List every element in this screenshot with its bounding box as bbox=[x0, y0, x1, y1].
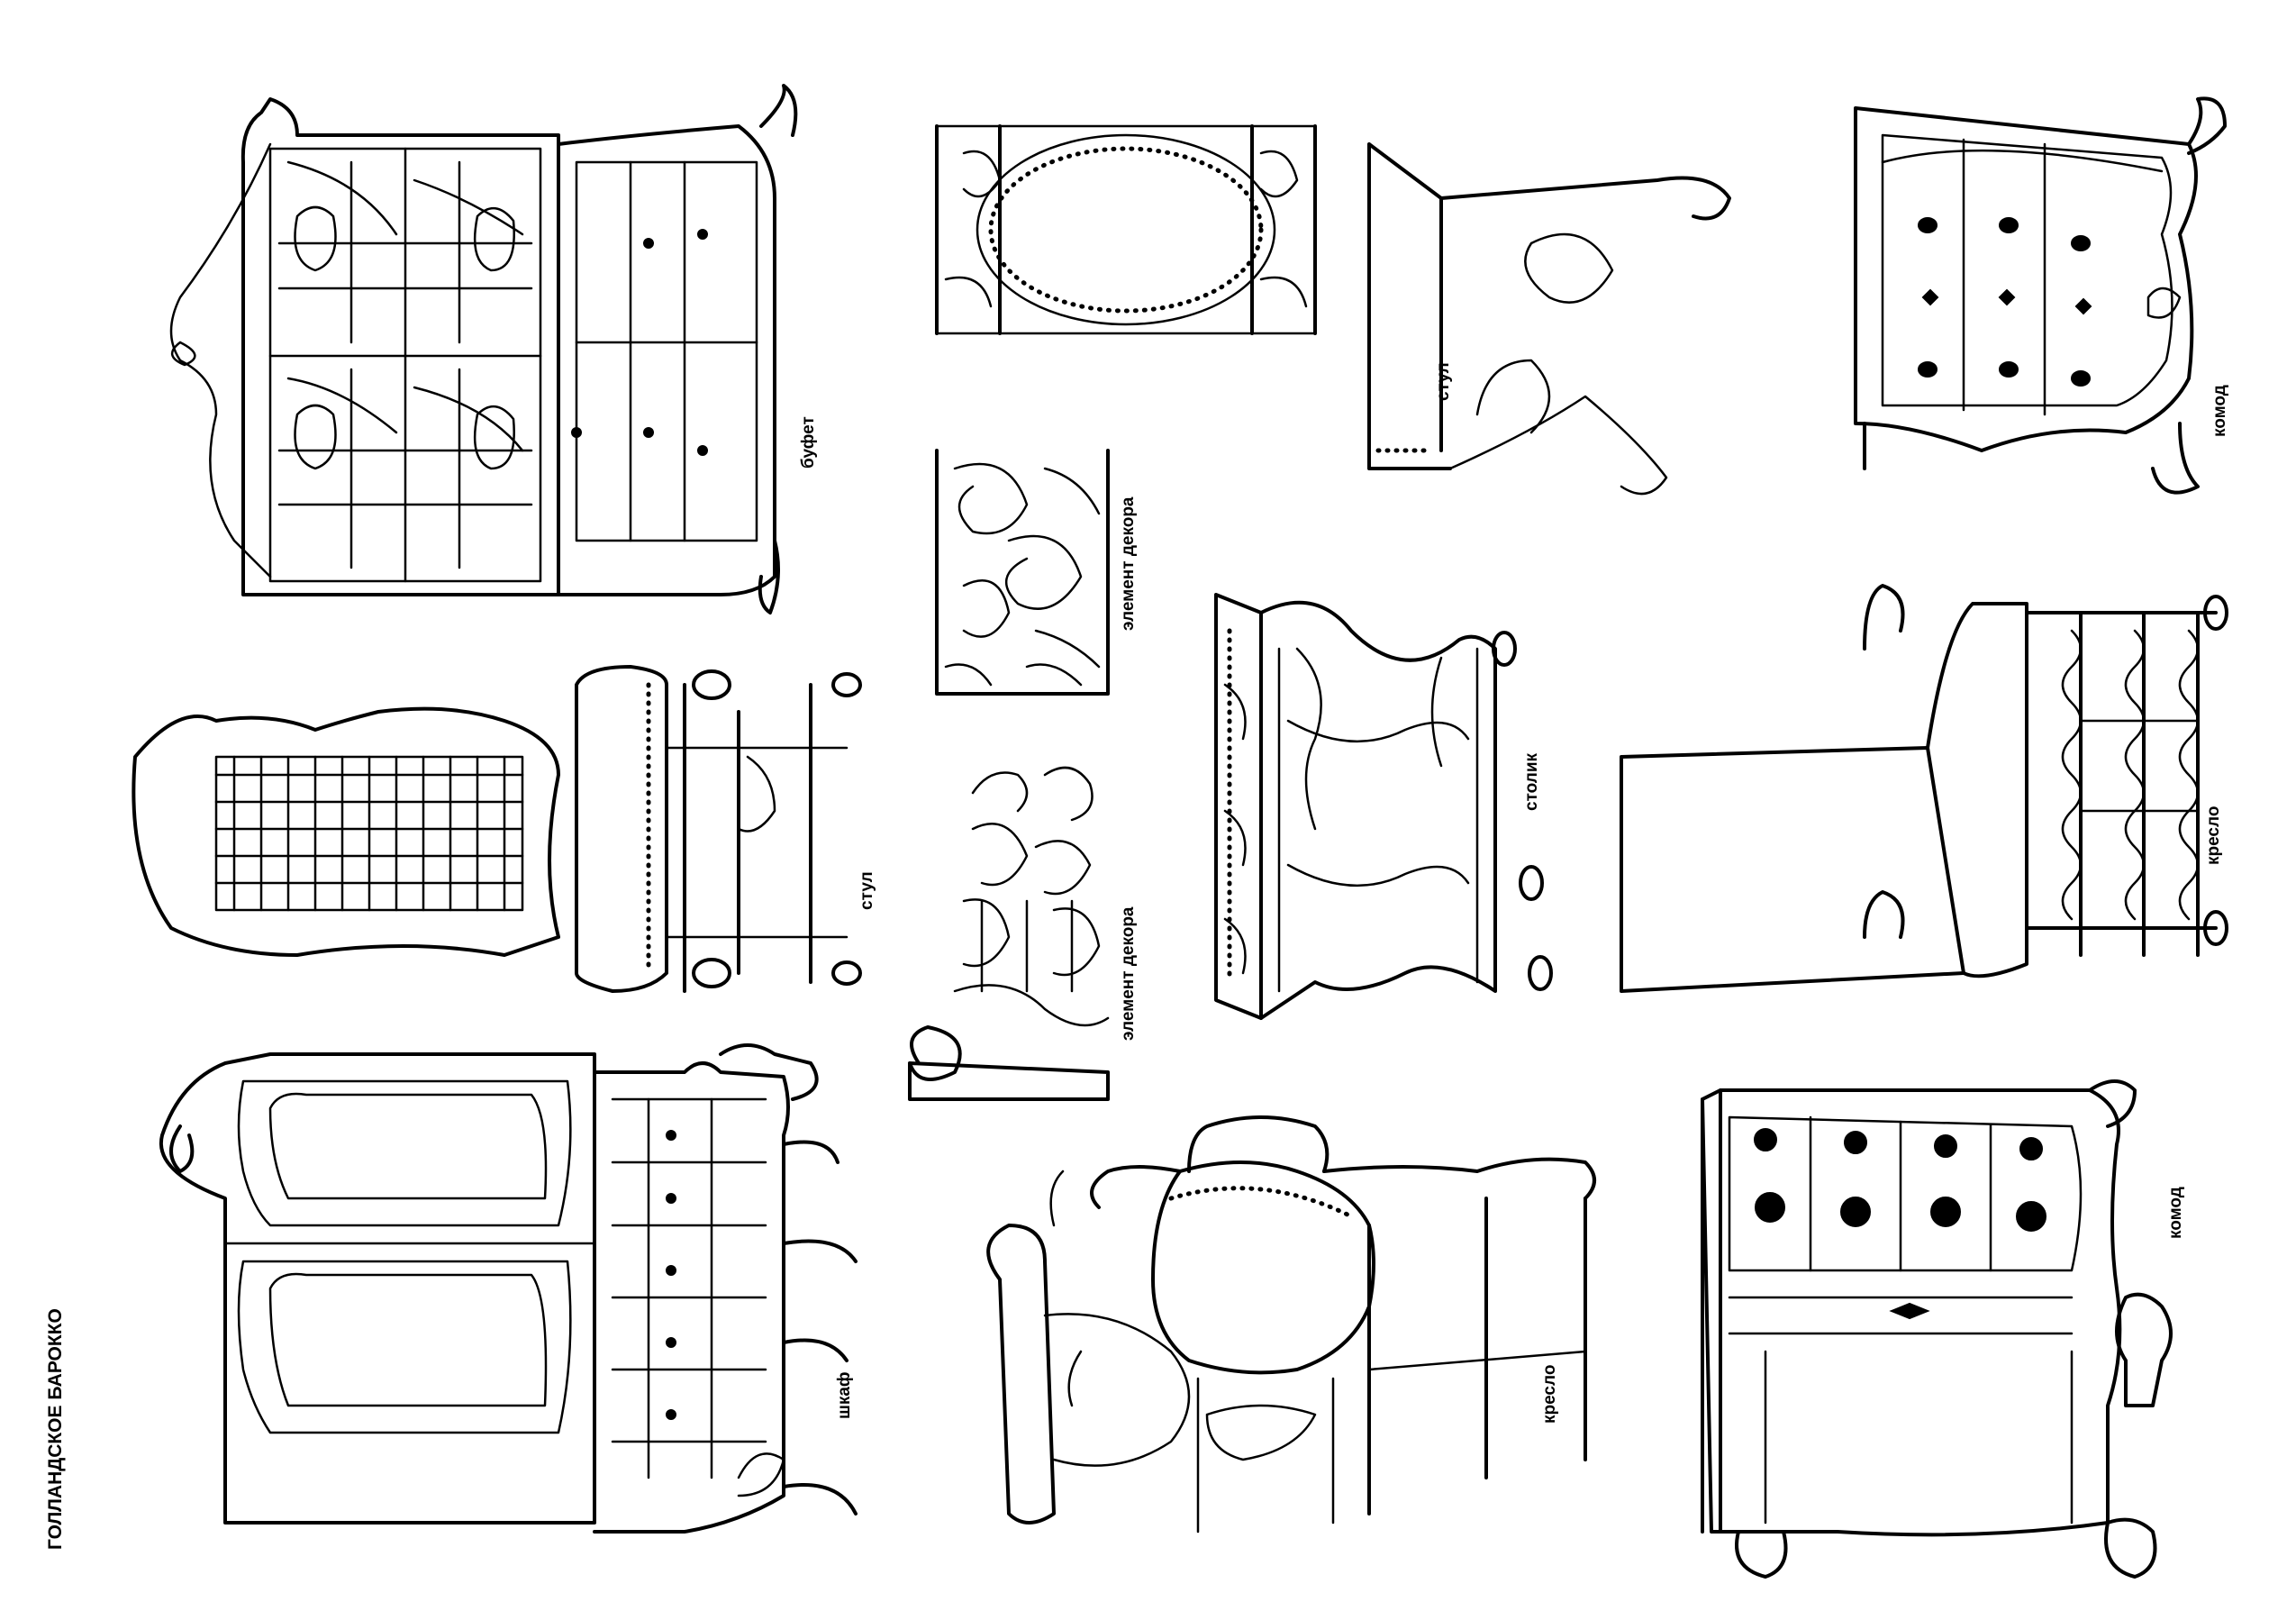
label-element-dekora-2: элемент декора bbox=[1119, 906, 1138, 1041]
armchair-right-drawing bbox=[1620, 584, 2228, 993]
commode-top-drawing bbox=[1854, 96, 2227, 495]
sideboard-drawing bbox=[169, 84, 798, 614]
label-komod-top: комод bbox=[2210, 385, 2229, 437]
commode-bottom-drawing bbox=[1701, 1079, 2173, 1579]
label-komod-bottom: комод bbox=[2166, 1187, 2185, 1239]
chair-cane-back-drawing bbox=[132, 665, 862, 993]
label-kreslo-bottom: кресло bbox=[1540, 1364, 1559, 1424]
label-kreslo-right: кресло bbox=[2204, 806, 2223, 865]
label-bufet: буфет bbox=[799, 416, 818, 469]
armchair-bottom-drawing bbox=[986, 1115, 1596, 1534]
page-title: ГОЛЛАНДСКОЕ БАРОККО bbox=[45, 1308, 66, 1550]
decor-element-1-drawing bbox=[935, 449, 1110, 696]
wardrobe-drawing bbox=[159, 1043, 858, 1534]
chair-oval-back-drawing bbox=[935, 124, 1731, 496]
label-stolik: столик bbox=[1522, 752, 1541, 811]
label-stul-top: стул bbox=[1434, 362, 1453, 401]
decor-element-2-drawing bbox=[908, 766, 1110, 1101]
label-stul-mid: стул bbox=[858, 871, 876, 910]
label-element-dekora-1: элемент декора bbox=[1119, 496, 1138, 631]
side-table-drawing bbox=[1214, 593, 1553, 1020]
label-shkaf: шкаф bbox=[835, 1371, 854, 1419]
